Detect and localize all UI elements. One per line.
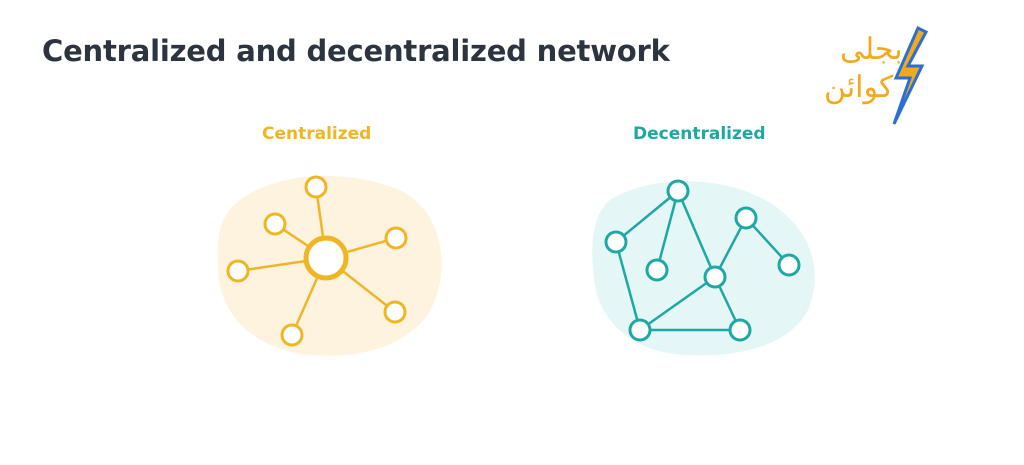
network-node <box>777 253 801 277</box>
centralized-network-diagram <box>217 175 442 356</box>
network-node <box>703 265 727 289</box>
logo-text-line1: بجلی <box>840 32 903 67</box>
lightning-bolt-icon <box>892 26 929 125</box>
network-node <box>645 258 669 282</box>
page-title: Centralized and decentralized network <box>42 34 670 68</box>
edge <box>655 190 680 271</box>
network-node <box>263 212 287 236</box>
decentralized-background-blob <box>592 181 815 356</box>
network-node <box>734 206 758 230</box>
bijli-coin-logo: بجلی کوائن <box>812 26 1012 126</box>
network-node <box>304 175 328 199</box>
network-node <box>666 179 690 203</box>
network-node <box>728 318 752 342</box>
edge <box>676 190 717 278</box>
edge <box>615 190 679 243</box>
network-node <box>384 226 408 250</box>
edge <box>639 275 716 332</box>
network-node <box>280 323 304 347</box>
decentralized-network-diagram <box>592 179 815 356</box>
network-node <box>604 230 628 254</box>
logo-text-line2: کوائن <box>824 70 894 105</box>
central-hub-node <box>303 235 349 281</box>
network-node <box>628 318 652 342</box>
centralized-label: Centralized <box>262 124 372 144</box>
decentralized-label: Decentralized <box>633 124 766 144</box>
network-node <box>383 300 407 324</box>
network-node <box>226 259 250 283</box>
edge <box>614 241 642 331</box>
